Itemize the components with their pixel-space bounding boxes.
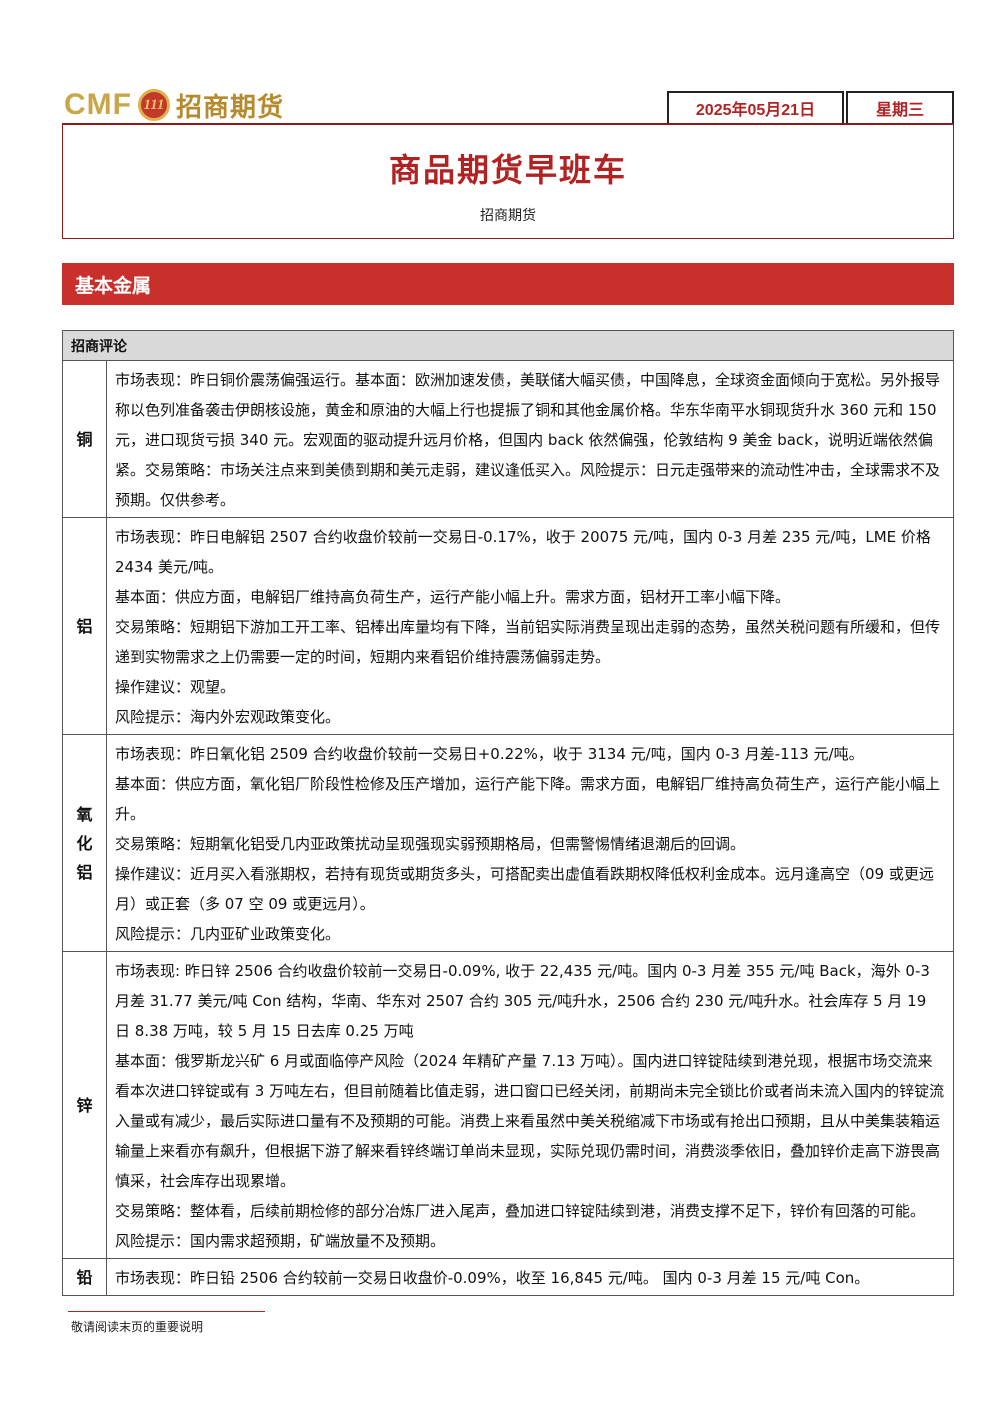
table-row: 锌 市场表现: 昨日锌 2506 合约收盘价较前一交易日-0.09%, 收于 22…: [62, 951, 954, 1259]
table-header-row: 招商评论: [62, 330, 954, 361]
commentary-paragraph: 风险提示：几内亚矿业政策变化。: [115, 925, 341, 943]
header-divider: [62, 123, 954, 125]
report-date: 2025年05月21日: [667, 91, 844, 123]
metal-name: 锌: [62, 951, 107, 1259]
logo-cmf-text: CMF: [64, 88, 132, 121]
table-row: 氧化铝市场表现：昨日氧化铝 2509 合约收盘价较前一交易日+0.22%，收于 …: [62, 734, 954, 952]
metal-commentary: 市场表现：昨日电解铝 2507 合约收盘价较前一交易日-0.17%，收于 200…: [106, 517, 954, 735]
commentary-paragraph: 市场表现：昨日铜价震荡偏强运行。基本面：欧洲加速发债，美联储大幅买债，中国降息，…: [115, 371, 941, 509]
metal-commentary: 市场表现：昨日氧化铝 2509 合约收盘价较前一交易日+0.22%，收于 313…: [106, 734, 954, 952]
metal-name-char: 铅: [76, 1267, 93, 1287]
section-title-bar: 基本金属: [62, 263, 954, 305]
commentary-paragraph: 基本面：供应方面，电解铝厂维持高负荷生产，运行产能小幅上升。需求方面，铝材开工率…: [115, 588, 791, 606]
commentary-paragraph: 市场表现：昨日氧化铝 2509 合约收盘价较前一交易日+0.22%，收于 313…: [115, 745, 864, 763]
metal-name-char: 化: [76, 833, 93, 853]
table-row: 铅 市场表现：昨日铅 2506 合约较前一交易日收盘价-0.09%，收至 16,8…: [62, 1258, 954, 1296]
metal-name: 铅: [62, 1258, 107, 1296]
commentary-paragraph: 风险提示：国内需求超预期，矿端放量不及预期。: [115, 1232, 446, 1250]
commentary-table: 招商评论 铜 市场表现：昨日铜价震荡偏强运行。基本面：欧洲加速发债，美联储大幅买债…: [62, 330, 954, 1296]
metal-name-char: 锌: [76, 1095, 93, 1115]
commentary-paragraph: 基本面：供应方面，氧化铝厂阶段性检修及压产增加，运行产能下降。需求方面，电解铝厂…: [115, 775, 941, 823]
table-header: 招商评论: [62, 330, 954, 361]
page-subtitle: 招商期货: [480, 208, 536, 224]
metal-name: 氧化铝: [62, 734, 107, 952]
metal-name-char: 氧: [76, 804, 93, 824]
logo-badge-icon: 111: [137, 89, 170, 121]
commentary-paragraph: 市场表现：昨日铅 2506 合约较前一交易日收盘价-0.09%，收至 16,84…: [115, 1269, 870, 1287]
metal-name: 铜: [62, 360, 107, 518]
metal-commentary: 市场表现：昨日铅 2506 合约较前一交易日收盘价-0.09%，收至 16,84…: [106, 1258, 954, 1296]
commentary-paragraph: 基本面：俄罗斯龙兴矿 6 月或面临停产风险（2024 年精矿产量 7.13 万吨…: [115, 1052, 945, 1190]
commentary-paragraph: 市场表现: 昨日锌 2506 合约收盘价较前一交易日-0.09%, 收于 22,…: [115, 962, 930, 1040]
title-box: 商品期货早班车 招商期货: [62, 125, 954, 239]
metal-commentary: 市场表现：昨日铜价震荡偏强运行。基本面：欧洲加速发债，美联储大幅买债，中国降息，…: [106, 360, 954, 518]
section-title: 基本金属: [75, 274, 152, 297]
metal-name-char: 铝: [76, 616, 93, 636]
commentary-paragraph: 风险提示：海内外宏观政策变化。: [115, 708, 341, 726]
footer-disclaimer: 敬请阅读末页的重要说明: [71, 1320, 204, 1334]
table-row: 铜 市场表现：昨日铜价震荡偏强运行。基本面：欧洲加速发债，美联储大幅买债，中国降息…: [62, 360, 954, 518]
metal-commentary: 市场表现: 昨日锌 2506 合约收盘价较前一交易日-0.09%, 收于 22,…: [106, 951, 954, 1259]
metal-name-char: 铜: [76, 429, 93, 449]
commentary-paragraph: 交易策略：整体看，后续前期检修的部分冶炼厂进入尾声，叠加进口锌锭陆续到港，消费支…: [115, 1202, 926, 1220]
commentary-paragraph: 交易策略：短期铝下游加工开工率、铝棒出库量均有下降，当前铝实际消费呈现出走弱的态…: [115, 618, 941, 666]
footer-divider: [68, 1311, 265, 1312]
report-weekday: 星期三: [846, 91, 954, 123]
logo-company-name: 招商期货: [175, 92, 284, 123]
company-logo: CMF 111 招商期货: [64, 86, 284, 124]
commentary-paragraph: 操作建议：观望。: [115, 678, 236, 696]
commentary-paragraph: 市场表现：昨日电解铝 2507 合约收盘价较前一交易日-0.17%，收于 200…: [115, 528, 931, 576]
table-row: 铝 市场表现：昨日电解铝 2507 合约收盘价较前一交易日-0.17%，收于 20…: [62, 517, 954, 735]
commentary-paragraph: 操作建议：近月买入看涨期权，若持有现货或期货多头，可搭配卖出虚值看跌期权降低权利…: [115, 865, 934, 913]
metal-name-char: 铝: [76, 862, 93, 882]
commentary-paragraph: 交易策略：短期氧化铝受几内亚政策扰动呈现强现实弱预期格局，但需警惕情绪退潮后的回…: [115, 835, 746, 853]
page-title: 商品期货早班车: [388, 151, 627, 189]
metal-name: 铝: [62, 517, 107, 735]
